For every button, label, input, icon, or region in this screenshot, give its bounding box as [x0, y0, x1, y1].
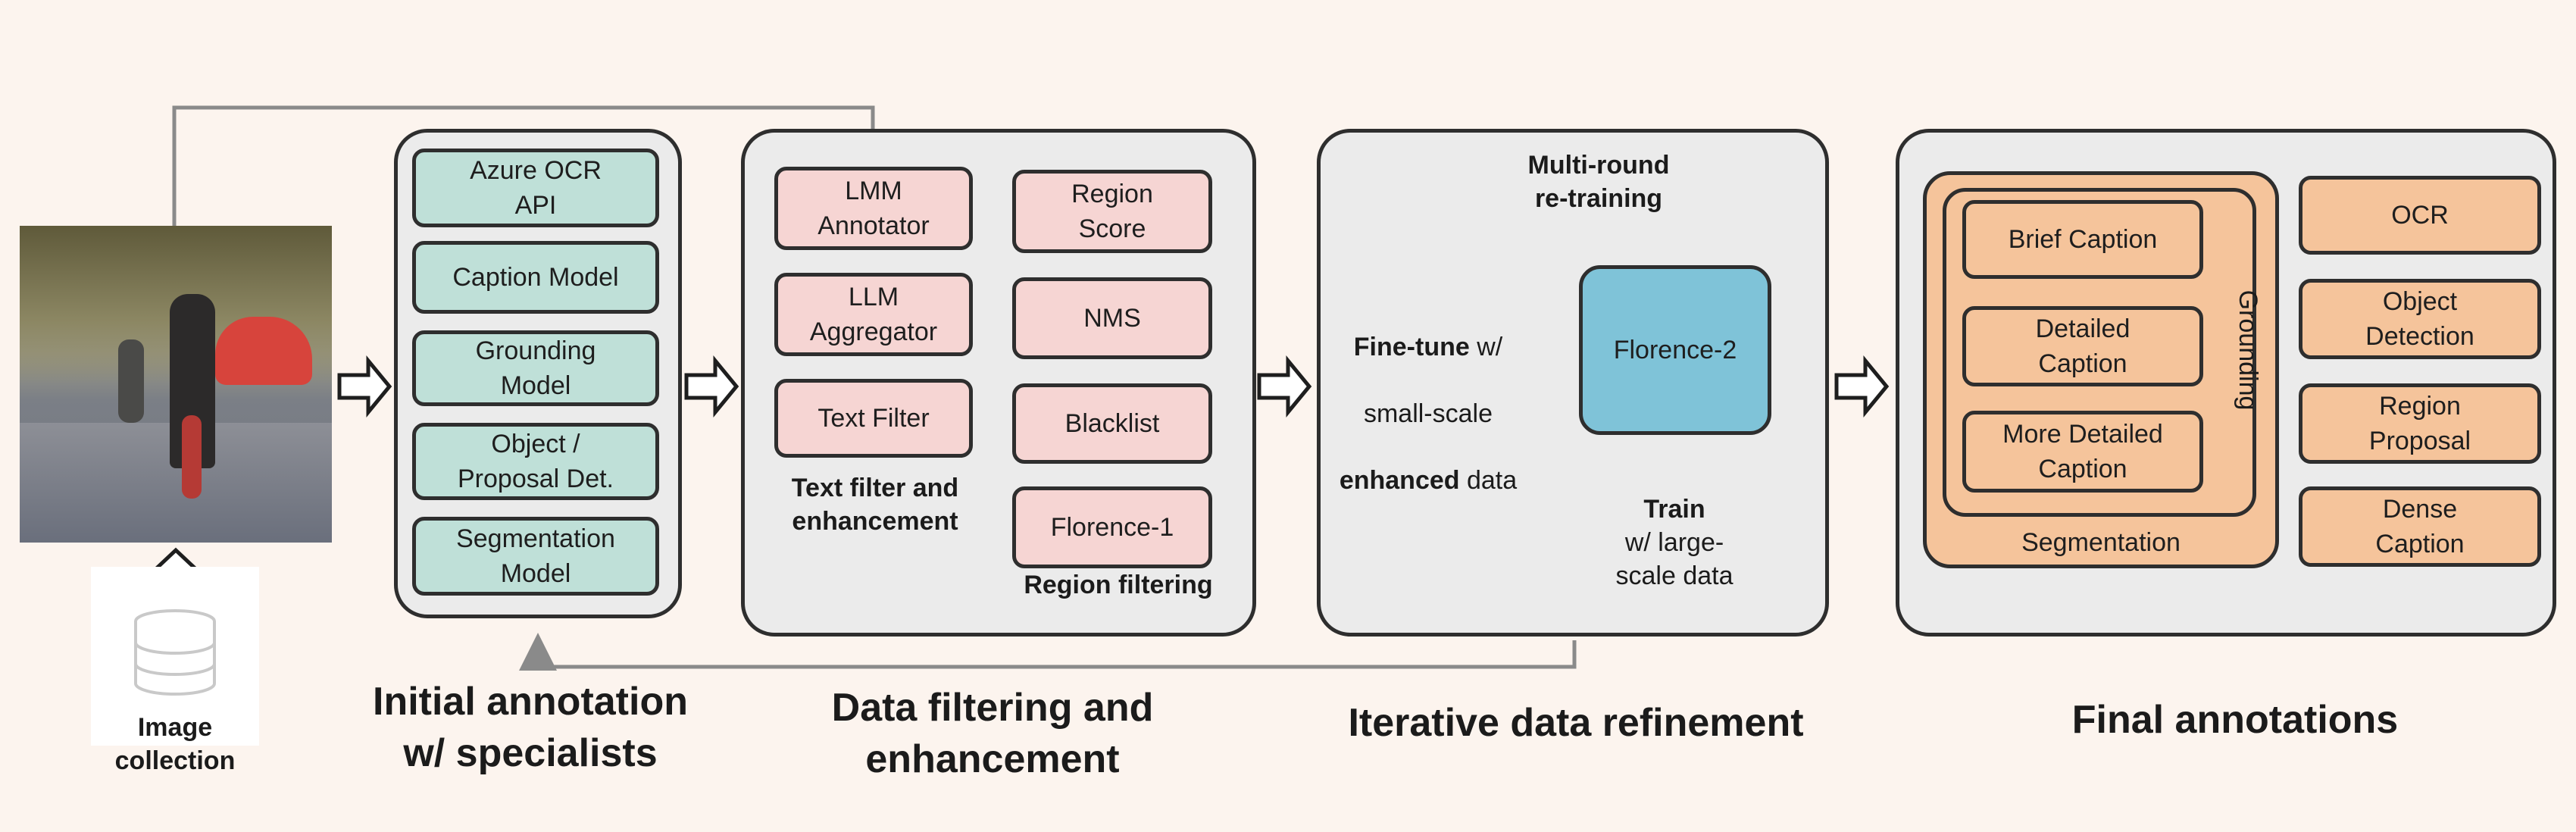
brief-caption-box: Brief Caption	[1962, 200, 2203, 279]
red-car	[215, 317, 312, 385]
llm-aggregator-box: LLM Aggregator	[774, 273, 973, 356]
image-collection-label: Image collection	[114, 713, 236, 775]
train-label: Train	[1643, 495, 1705, 524]
refinement-feedback-line	[519, 633, 1577, 671]
finetune-data: data	[1459, 466, 1518, 495]
blacklist-box: Blacklist	[1012, 383, 1212, 464]
object-detection-box: Object Detection	[2299, 279, 2541, 359]
nms-box: NMS	[1012, 277, 1212, 359]
text-filter-caption: Text filter and enhancement	[791, 474, 959, 536]
object-proposal-box: Object / Proposal Det.	[412, 423, 659, 500]
finetune-line2: small-scale	[1363, 399, 1493, 428]
azure-ocr-box: Azure OCR API	[412, 149, 659, 227]
distant-cyclist	[118, 339, 144, 423]
grounding-region	[1943, 188, 2256, 517]
florence-1-box: Florence-1	[1012, 486, 1212, 568]
finetune-word: Fine-tune	[1353, 333, 1470, 361]
stage-arrow-3	[1257, 355, 1312, 418]
finetune-enhanced: enhanced	[1339, 466, 1460, 495]
finetune-suffix: w/	[1469, 333, 1503, 361]
final-annotations-title: Final annotations	[2071, 698, 2399, 742]
stage-arrow-1	[337, 355, 392, 418]
data-filtering-title: Data filtering and enhancement	[831, 686, 1154, 781]
sample-photo	[20, 226, 332, 543]
train-detail: w/ large- scale data	[1615, 528, 1733, 590]
more-detailed-caption-box: More Detailed Caption	[1962, 411, 2203, 493]
dense-caption-box: Dense Caption	[2299, 486, 2541, 567]
stage-arrow-2	[684, 355, 739, 418]
text-filter-box: Text Filter	[774, 379, 973, 458]
multi-round-label: Multi-round re-training	[1527, 151, 1670, 213]
grounding-label: Grounding	[2234, 289, 2262, 411]
segmentation-model-box: Segmentation Model	[412, 517, 659, 596]
stage-arrow-4	[1834, 355, 1890, 418]
region-score-box: Region Score	[1012, 170, 1212, 253]
detailed-caption-box: Detailed Caption	[1962, 306, 2203, 386]
grounding-model-box: Grounding Model	[412, 330, 659, 406]
iterative-refinement-title: Iterative data refinement	[1348, 701, 1804, 745]
finetune-label: Fine-tune w/ small-scale enhanced data	[1326, 297, 1530, 497]
stage-arrows	[145, 355, 1890, 601]
caption-model-box: Caption Model	[412, 241, 659, 314]
initial-annotation-title: Initial annotation w/ specialists	[373, 680, 688, 775]
region-proposal-box: Region Proposal	[2299, 383, 2541, 464]
segmentation-label: Segmentation	[2021, 528, 2181, 557]
ocr-box: OCR	[2299, 176, 2541, 255]
region-filtering-caption: Region filtering	[1024, 571, 1213, 599]
lmm-annotator-box: LMM Annotator	[774, 167, 973, 250]
cyclist-wheel	[182, 415, 202, 499]
florence-2-box: Florence-2	[1579, 265, 1771, 435]
